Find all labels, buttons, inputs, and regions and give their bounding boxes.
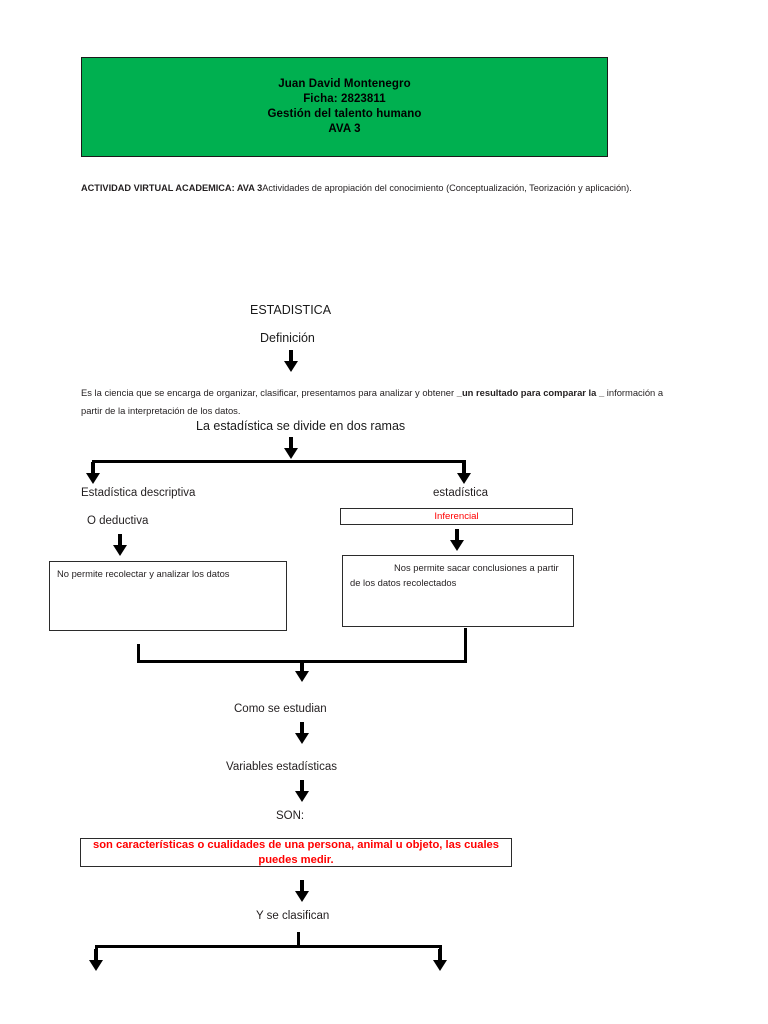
arrow-down-definition [284, 350, 298, 372]
box-inferencial: Inferencial [340, 508, 573, 525]
arrow-down-right-branch [457, 462, 471, 484]
box-inferencial-text-content: Nos permite sacar conclusiones a partir … [350, 562, 559, 588]
definition-part2: información a partir de la interpretació… [81, 387, 664, 417]
merge-riser-right [464, 628, 467, 663]
right-branch-label-estadistica: estadística [433, 487, 488, 499]
classify-label: Y se clasifican [256, 910, 330, 922]
left-branch-label-descriptiva: Estadística descriptiva [81, 487, 196, 499]
header-line-program: Gestión del talento humano [267, 108, 422, 120]
diagram-title: ESTADISTICA [250, 303, 332, 317]
split-bar-top [92, 460, 466, 463]
arrow-down-como-se-estudian [295, 722, 309, 744]
definition-paragraph: Es la ciencia que se encarga de organiza… [81, 384, 685, 421]
header-line-ficha: Ficha: 2823811 [303, 92, 386, 105]
box-descriptiva-text-content: No permite recolectar y analizar los dat… [57, 568, 230, 579]
son-label: SON: [276, 810, 305, 822]
box-inferencial-text: Nos permite sacar conclusiones a partir … [342, 555, 574, 627]
definition-part1: Es la ciencia que se encarga de organiza… [81, 387, 457, 398]
arrow-down-bottom-left [89, 949, 103, 971]
merge-label: Como se estudian [234, 703, 327, 715]
definition-bold: _un resultado para comparar la _ [456, 387, 605, 398]
box-red-statement: son características o cualidades de una … [80, 838, 512, 867]
header-line-name: Juan David Montenegro [278, 77, 411, 90]
left-branch-label-deductiva: O deductiva [87, 515, 149, 527]
arrow-down-inferencial [450, 529, 464, 551]
box-descriptiva-text: No permite recolectar y analizar los dat… [49, 561, 287, 631]
arrow-down-branch-intro [284, 437, 298, 459]
variables-label: Variables estadísticas [226, 761, 338, 773]
red-statement-text: son características o cualidades de una … [92, 838, 499, 866]
diagram-subtitle: Definición [260, 331, 315, 345]
merge-riser-left [137, 644, 140, 663]
header-banner: Juan David Montenegro Ficha: 2823811 Ges… [81, 57, 608, 157]
arrow-down-red-statement [295, 880, 309, 902]
box-inferencial-label: Inferencial [434, 511, 479, 522]
bottom-split-bar [95, 945, 442, 948]
arrow-down-variables [295, 780, 309, 802]
branch-intro-label: La estadística se divide en dos ramas [196, 419, 406, 433]
header-line-ava: AVA 3 [328, 123, 361, 136]
bottom-split-stem [297, 932, 300, 946]
intro-paragraph: ACTIVIDAD VIRTUAL ACADEMICA: AVA 3Activi… [81, 180, 691, 198]
intro-rest: Actividades de apropiación del conocimie… [262, 183, 632, 193]
arrow-down-left-branch-2 [113, 534, 127, 556]
arrow-down-bottom-right [433, 949, 447, 971]
intro-bold-prefix: ACTIVIDAD VIRTUAL ACADEMICA: AVA 3 [81, 183, 263, 193]
arrow-down-left-branch [86, 462, 100, 484]
arrow-down-merge [295, 660, 309, 682]
